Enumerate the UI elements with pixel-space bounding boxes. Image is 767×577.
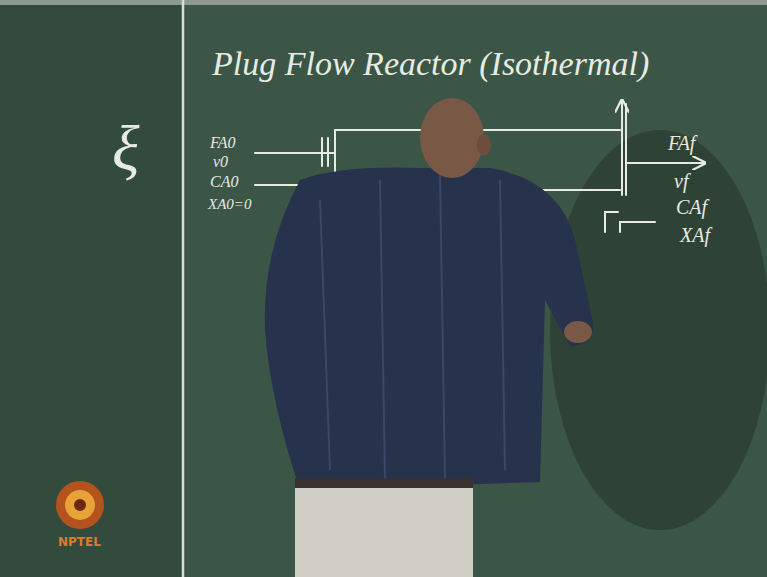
flow-variable: XAf	[680, 224, 710, 247]
logo-core	[65, 490, 95, 520]
flow-variable: XA0=0	[208, 196, 251, 213]
inlet-valve	[321, 138, 323, 166]
belt	[295, 478, 473, 488]
flow-variable: vf	[674, 170, 688, 193]
logo-text: NPTEL	[58, 536, 101, 550]
nptel-logo	[56, 481, 104, 529]
trousers	[295, 482, 473, 577]
logo-ring	[56, 481, 104, 529]
flow-variable: FA0	[210, 134, 235, 152]
outlet-arrow	[625, 104, 627, 195]
outlet-arrow	[626, 162, 705, 164]
shirt-pattern	[320, 175, 505, 480]
lecturer	[265, 98, 593, 577]
hand	[564, 321, 592, 343]
board-left-panel	[0, 0, 183, 577]
shirt	[265, 168, 593, 491]
greek-symbol: ξ	[112, 112, 139, 186]
flow-variable: CA0	[210, 173, 238, 191]
logo-center	[74, 499, 86, 511]
outlet-arrow	[621, 100, 623, 195]
flow-variable: v0	[213, 153, 228, 171]
board-top-edge	[0, 0, 767, 5]
inlet-valve	[327, 138, 329, 166]
support	[620, 222, 655, 232]
board-title: Plug Flow Reactor (Isothermal)	[212, 44, 649, 83]
flow-variable: CAf	[676, 196, 707, 219]
ear	[477, 134, 491, 156]
board-divider	[182, 0, 185, 577]
head	[420, 98, 484, 178]
flow-variable: FAf	[668, 132, 695, 155]
support	[605, 212, 618, 232]
